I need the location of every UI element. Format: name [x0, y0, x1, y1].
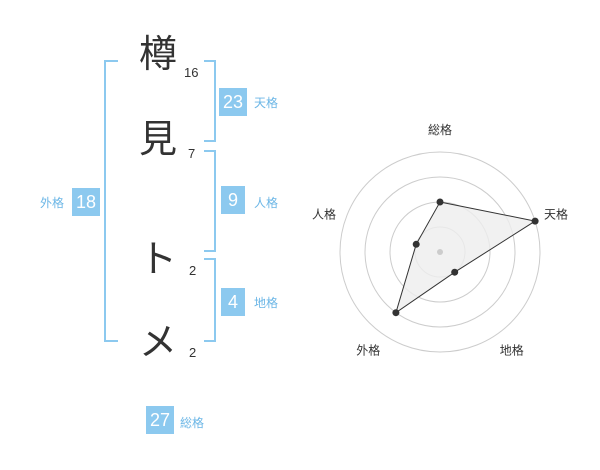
jinkaku-value-badge: 9	[221, 186, 245, 214]
name-char-4: メ	[138, 320, 177, 364]
radar-point-1	[436, 198, 444, 206]
gaikaku-label: 外格	[40, 196, 65, 210]
radar-point-5	[412, 240, 420, 248]
name-char-3: ト	[138, 237, 177, 281]
gaikaku-bracket	[104, 60, 118, 342]
stroke-count-2: 7	[188, 146, 196, 161]
name-char-1: 樽	[138, 32, 177, 76]
soukaku-label: 総格	[180, 416, 205, 430]
tenkaku-value-badge: 23	[219, 88, 247, 116]
tenkaku-bracket	[204, 60, 216, 142]
gaikaku-value-badge: 18	[72, 188, 100, 216]
radar-axis-label-2: 天格	[544, 206, 568, 221]
radar-axis-label-1: 総格	[428, 122, 452, 137]
radar-point-3	[451, 268, 459, 276]
name-char-2: 見	[138, 117, 177, 161]
radar-axis-label-5: 人格	[312, 206, 336, 221]
radar-series-area	[395, 201, 537, 314]
chikaku-bracket	[204, 258, 216, 342]
chikaku-label: 地格	[254, 296, 279, 310]
radar-ring-4	[339, 151, 541, 353]
jinkaku-bracket	[204, 150, 216, 252]
radar-ring-3	[364, 176, 516, 328]
stroke-count-4: 2	[189, 345, 197, 360]
radar-point-2	[531, 217, 539, 225]
radar-center-dot	[437, 249, 443, 255]
radar-point-4	[392, 309, 400, 317]
jinkaku-label: 人格	[254, 196, 279, 210]
soukaku-value-badge: 27	[146, 406, 174, 434]
tenkaku-label: 天格	[254, 96, 279, 110]
radar-axis-label-3: 地格	[500, 343, 524, 358]
chikaku-value-badge: 4	[221, 288, 245, 316]
radar-axis-label-4: 外格	[356, 343, 380, 358]
stroke-count-3: 2	[189, 263, 197, 278]
stroke-count-1: 16	[184, 65, 199, 80]
